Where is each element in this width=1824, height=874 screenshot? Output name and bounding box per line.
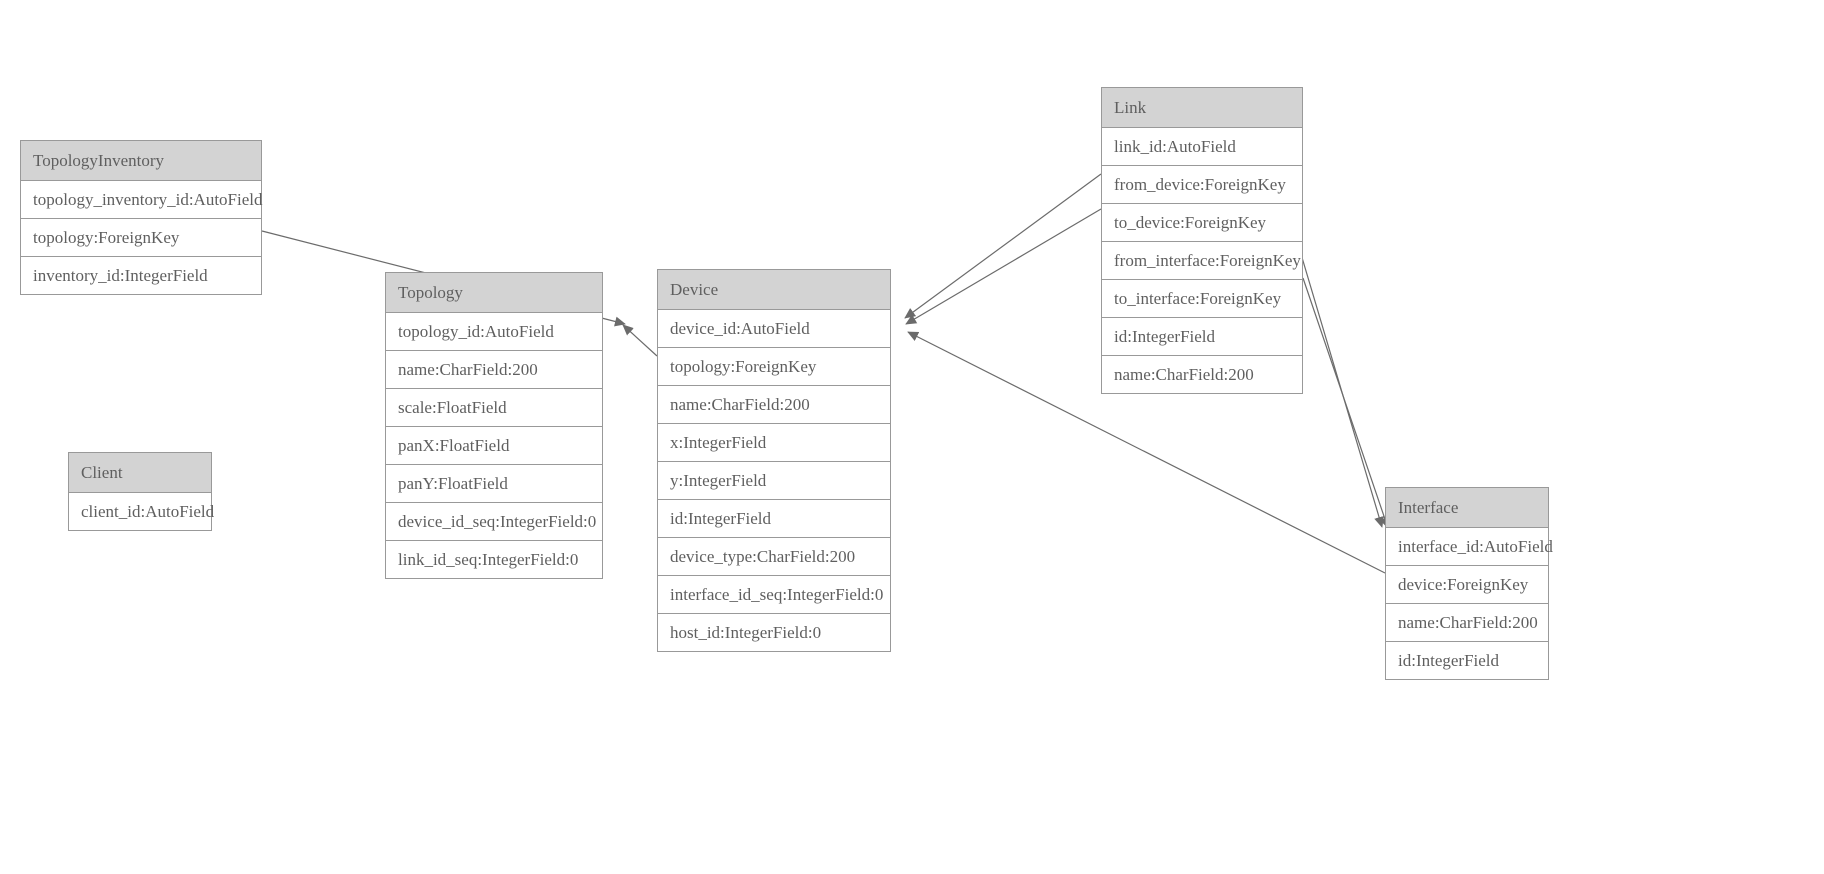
edge-link-todevice-device xyxy=(905,208,1102,325)
entity-field: from_device:ForeignKey xyxy=(1102,166,1302,204)
entity-title-link: Link xyxy=(1102,88,1302,128)
entity-field: id:IntegerField xyxy=(658,500,890,538)
edge-device-topology xyxy=(622,324,658,357)
entity-field: name:CharField:200 xyxy=(1102,356,1302,393)
entity-field: id:IntegerField xyxy=(1102,318,1302,356)
entity-title-topology: Topology xyxy=(386,273,602,313)
entity-field: device_id:AutoField xyxy=(658,310,890,348)
entity-field: topology:ForeignKey xyxy=(658,348,890,386)
entity-title-device: Device xyxy=(658,270,890,310)
entity-field: from_interface:ForeignKey xyxy=(1102,242,1302,280)
entity-field: host_id:IntegerField:0 xyxy=(658,614,890,651)
entity-field: x:IntegerField xyxy=(658,424,890,462)
entity-field: interface_id:AutoField xyxy=(1386,528,1553,566)
entity-field: panY:FloatField xyxy=(386,465,602,503)
entity-field: topology_id:AutoField xyxy=(386,313,602,351)
entity-title-client: Client xyxy=(69,453,211,493)
entity-field: link_id_seq:IntegerField:0 xyxy=(386,541,602,578)
edge-link-frominterface-interface xyxy=(1297,243,1384,528)
entity-field: topology:ForeignKey xyxy=(21,219,261,257)
entity-field: id:IntegerField xyxy=(1386,642,1548,679)
entity-field: topology_inventory_id:AutoField xyxy=(21,181,263,219)
entity-field: link_id:AutoField xyxy=(1102,128,1302,166)
edge-link-fromdevice-device xyxy=(904,173,1102,319)
entity-field: client_id:AutoField xyxy=(69,493,214,530)
entity-field: name:CharField:200 xyxy=(1386,604,1548,642)
entity-title-topology-inventory: TopologyInventory xyxy=(21,141,261,181)
entity-field: inventory_id:IntegerField xyxy=(21,257,261,294)
entity-field: to_device:ForeignKey xyxy=(1102,204,1302,242)
entity-field: panX:FloatField xyxy=(386,427,602,465)
entity-field: device_type:CharField:200 xyxy=(658,538,890,576)
entity-field: interface_id_seq:IntegerField:0 xyxy=(658,576,890,614)
entity-field: device:ForeignKey xyxy=(1386,566,1548,604)
entity-field: y:IntegerField xyxy=(658,462,890,500)
entity-field: device_id_seq:IntegerField:0 xyxy=(386,503,602,541)
entity-field: scale:FloatField xyxy=(386,389,602,427)
entity-field: name:CharField:200 xyxy=(386,351,602,389)
entity-field: to_interface:ForeignKey xyxy=(1102,280,1302,318)
entity-title-interface: Interface xyxy=(1386,488,1548,528)
entity-field: name:CharField:200 xyxy=(658,386,890,424)
edge-link-tointerface-interface xyxy=(1302,277,1390,529)
